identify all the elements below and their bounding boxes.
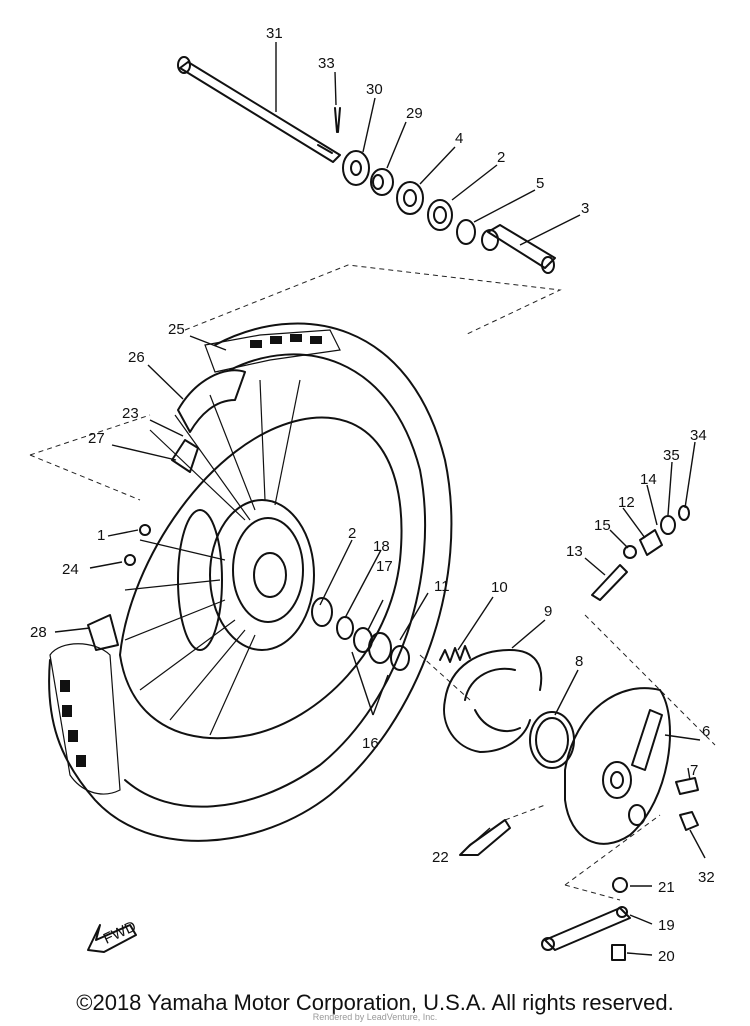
callout-13: 13 — [566, 543, 583, 560]
callout-23: 23 — [122, 405, 139, 422]
tire-tread-pattern — [60, 334, 322, 767]
circlip — [456, 219, 476, 245]
bolt — [675, 777, 699, 795]
brake-spring — [439, 645, 471, 663]
callout-2-hub: 2 — [348, 525, 356, 542]
callout-20: 20 — [658, 948, 675, 965]
brake-camshaft — [459, 819, 511, 856]
axle-nut-washer — [342, 150, 370, 186]
cotter-pin — [334, 107, 341, 133]
callout-5: 5 — [536, 175, 544, 192]
oil-seal — [427, 199, 453, 231]
callout-1: 1 — [97, 527, 105, 544]
rim-lock — [171, 439, 199, 473]
callout-32: 32 — [698, 869, 715, 886]
callout-11: 11 — [434, 578, 450, 595]
wheel-hub — [177, 499, 315, 651]
callout-26: 26 — [128, 349, 145, 366]
callout-numbers: 31 33 30 29 4 2 5 3 25 26 23 27 1 24 28 … — [30, 25, 715, 965]
callout-27: 27 — [88, 430, 105, 447]
callout-9: 9 — [544, 603, 552, 620]
callout-14: 14 — [640, 471, 657, 488]
callout-6: 6 — [702, 723, 710, 740]
brake-cam-lever — [541, 906, 631, 951]
callout-3: 3 — [581, 200, 589, 217]
copyright-notice: ©2018 Yamaha Motor Corporation, U.S.A. A… — [76, 990, 674, 1015]
lever-bolt — [611, 944, 626, 961]
brake-shoe — [443, 649, 543, 753]
wheel-rim — [119, 416, 403, 740]
callout-24: 24 — [62, 561, 79, 578]
callout-2-axle: 2 — [497, 149, 505, 166]
callout-34: 34 — [690, 427, 707, 444]
callout-19: 19 — [658, 917, 675, 934]
spacer — [481, 224, 556, 274]
callout-10: 10 — [491, 579, 508, 596]
callout-17: 17 — [376, 558, 393, 575]
spoke-nipples — [124, 524, 151, 566]
collar — [370, 168, 394, 196]
speedometer-gear — [591, 505, 690, 601]
callout-16: 16 — [362, 735, 379, 752]
callout-22: 22 — [432, 849, 449, 866]
forward-direction-arrow: FWD — [87, 918, 139, 953]
callout-4: 4 — [455, 130, 463, 147]
rim-band — [177, 369, 246, 433]
callout-28: 28 — [30, 624, 47, 641]
callout-18: 18 — [373, 538, 390, 555]
spokes — [124, 379, 301, 736]
front-axle — [177, 56, 341, 163]
callout-29: 29 — [406, 105, 423, 122]
assembly-guide-lines — [29, 264, 716, 901]
render-watermark: Rendered by LeadVenture, Inc. — [312, 1012, 438, 1022]
callout-35: 35 — [663, 447, 680, 464]
callout-31: 31 — [266, 25, 283, 42]
callout-12: 12 — [618, 494, 635, 511]
nut — [679, 811, 699, 831]
callout-21: 21 — [658, 879, 675, 896]
callout-leader-lines — [54, 42, 706, 956]
inner-tube-valve — [87, 614, 119, 651]
callout-7: 7 — [690, 762, 698, 779]
callout-8: 8 — [575, 653, 583, 670]
cam-nut — [612, 877, 628, 893]
bearing — [396, 181, 424, 215]
callout-30: 30 — [366, 81, 383, 98]
callout-15: 15 — [594, 517, 611, 534]
callout-25: 25 — [168, 321, 185, 338]
brake-shoe-plate — [564, 687, 671, 845]
callout-33: 33 — [318, 55, 335, 72]
tire — [48, 322, 453, 842]
